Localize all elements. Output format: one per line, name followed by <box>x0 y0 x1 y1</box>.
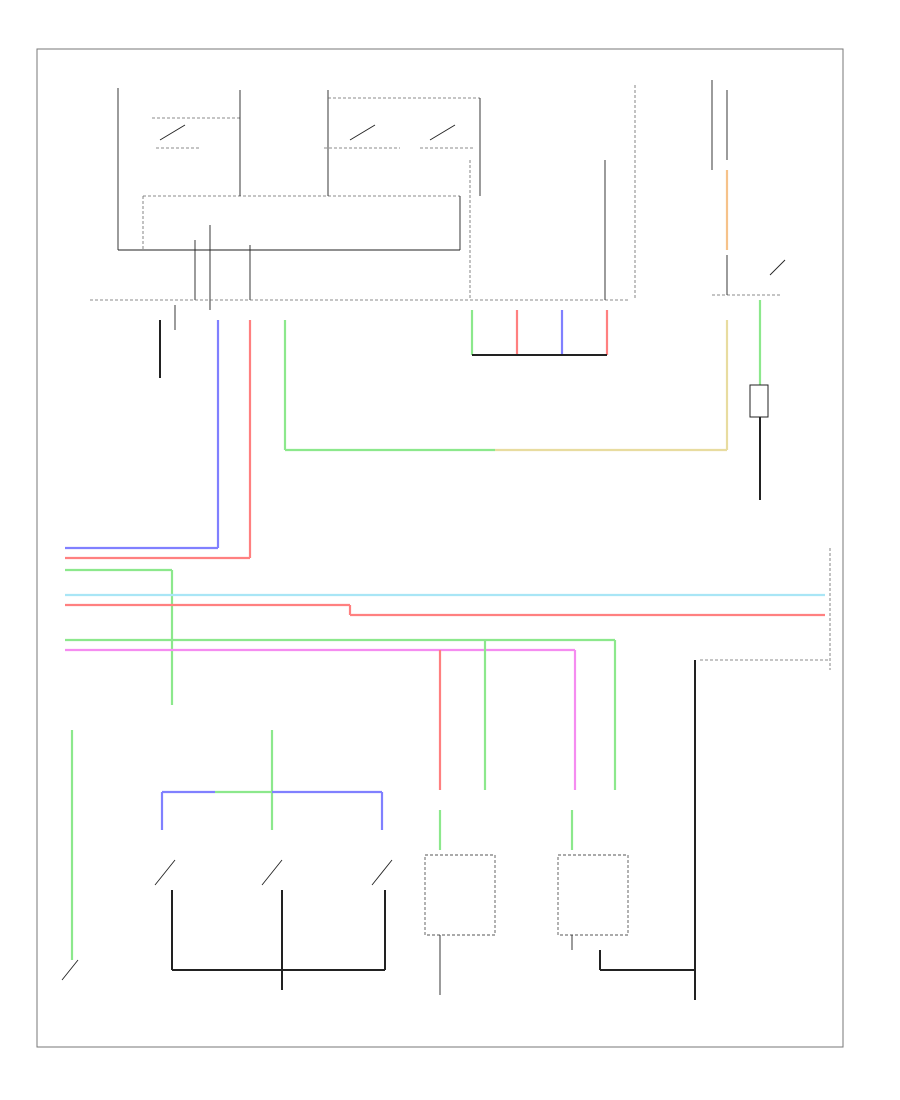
rear-lock-actuator <box>557 854 629 936</box>
actuator-feed-wires <box>438 640 574 850</box>
headlamp-connector-wires <box>470 310 609 356</box>
ground-left <box>159 305 176 378</box>
right-component <box>749 384 769 500</box>
right-top-wires <box>711 80 786 296</box>
diagram-frame <box>36 48 844 1048</box>
middle-bus <box>65 568 825 790</box>
green-tan-bus <box>283 300 762 452</box>
door-switch-group <box>61 730 393 990</box>
top-relay-block <box>117 88 481 310</box>
left-bus-wires <box>65 320 252 560</box>
passenger-lock-actuator <box>424 854 496 936</box>
